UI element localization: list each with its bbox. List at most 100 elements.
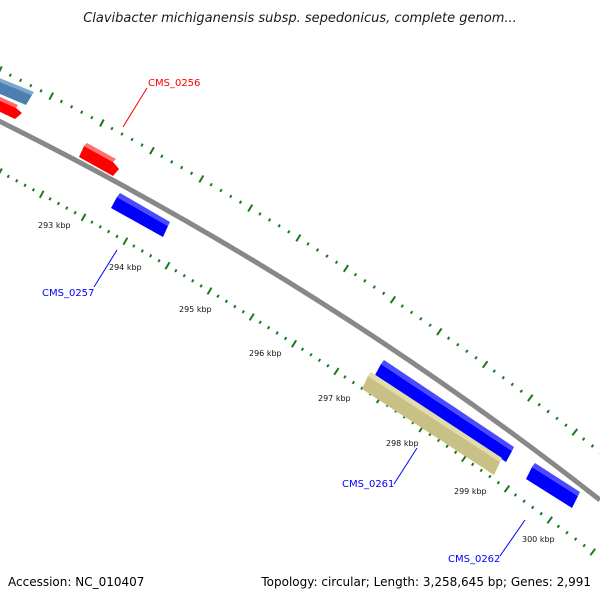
scale-label-300: 300 kbp (522, 535, 555, 544)
inner-track-major-tick (291, 339, 298, 348)
outer-track-minor-tick (59, 99, 63, 104)
inner-track-minor-tick (360, 386, 364, 390)
outer-track-minor-tick (419, 317, 423, 321)
gene-cms-0257[interactable] (111, 193, 170, 237)
inner-track-minor-tick (266, 325, 271, 330)
inner-track-minor-tick (216, 294, 220, 298)
outer-track-minor-tick (160, 154, 164, 159)
outer-track-minor-tick (277, 224, 281, 228)
genome-backbone (0, 118, 600, 502)
inner-track-minor-tick (233, 304, 237, 309)
inner-track-minor-tick (309, 352, 313, 357)
outer-track-minor-tick (581, 437, 586, 441)
outer-track-major-tick (481, 360, 489, 369)
outer-track-minor-tick (287, 230, 291, 234)
genome-summary-text: Topology: circular; Length: 3,258,645 bp… (261, 575, 591, 589)
inner-track-minor-tick (436, 438, 441, 443)
inner-track-minor-tick (174, 268, 178, 273)
inner-track-major-tick (122, 237, 129, 246)
gene-label-cms-0261[interactable]: CMS_0261 (342, 479, 394, 490)
outer-track-minor-tick (456, 342, 460, 347)
gene-cms-0262[interactable] (526, 463, 580, 508)
inner-track-minor-tick (98, 225, 102, 229)
inner-track-minor-tick (48, 197, 52, 201)
inner-track-major-tick (248, 313, 255, 321)
inner-track-minor-tick (275, 331, 279, 335)
gene-cms-0261[interactable] (362, 372, 502, 475)
outer-track-minor-tick (315, 248, 320, 252)
inner-track-minor-tick (300, 347, 305, 352)
inner-track-minor-tick (140, 249, 144, 253)
outer-track-minor-tick (267, 218, 272, 222)
map-title: Clavibacter michiganensis subsp. sepedon… (83, 11, 517, 26)
outer-track-minor-tick (70, 105, 74, 109)
inner-track-minor-tick (496, 480, 501, 485)
scale-label-299: 299 kbp (454, 487, 487, 496)
inner-track-minor-tick (565, 530, 569, 535)
outer-track-minor-tick (8, 73, 12, 77)
outer-track-minor-tick (353, 272, 358, 277)
inner-track-minor-tick (157, 258, 161, 263)
outer-track-minor-tick (39, 89, 43, 93)
inner-track-major-tick (206, 287, 213, 295)
outer-track-major-tick (571, 428, 579, 436)
outer-track-minor-tick (238, 200, 243, 204)
inner-track-minor-tick (343, 375, 347, 379)
outer-track-minor-tick (510, 382, 515, 387)
inner-track-minor-tick (107, 229, 111, 234)
inner-track-minor-tick (65, 206, 69, 210)
inner-track-minor-tick (6, 174, 10, 179)
gene-cms-0260[interactable] (375, 360, 514, 462)
inner-track-minor-tick (488, 474, 492, 479)
outer-track-minor-tick (428, 323, 432, 328)
outer-track-minor-tick (409, 310, 414, 315)
inner-track-minor-tick (258, 320, 262, 325)
outer-track-major-tick (295, 233, 302, 242)
gene-label-cms-0262[interactable]: CMS_0262 (448, 554, 500, 565)
inner-track-minor-tick (539, 511, 543, 516)
inner-track-major-tick (0, 168, 3, 175)
outer-track-major-tick (0, 65, 3, 73)
outer-track-minor-tick (501, 375, 505, 380)
outer-track-minor-tick (555, 416, 559, 421)
inner-tick-track (0, 168, 600, 560)
leader-cms-0256 (122, 87, 148, 128)
outer-track-minor-tick (170, 160, 174, 164)
inner-track-minor-tick (132, 244, 136, 248)
outer-track-major-tick (48, 92, 54, 101)
gene-label-cms-0257[interactable]: CMS_0257 (42, 288, 94, 299)
outer-track-minor-tick (219, 188, 223, 193)
outer-track-minor-tick (80, 110, 84, 114)
inner-track-major-tick (546, 516, 554, 524)
inner-track-minor-tick (582, 543, 586, 548)
outer-track-major-tick (198, 174, 205, 183)
inner-track-minor-tick (556, 524, 561, 529)
outer-track-minor-tick (325, 254, 329, 258)
inner-track-minor-tick (90, 220, 94, 224)
gene-cms-0256[interactable] (79, 143, 119, 176)
scale-label-293: 293 kbp (38, 221, 71, 230)
outer-track-minor-tick (140, 143, 144, 147)
outer-track-minor-tick (446, 336, 451, 340)
inner-track-major-tick (38, 190, 45, 199)
gene-upper-left-steelblue[interactable] (0, 75, 34, 105)
outer-track-minor-tick (474, 356, 478, 360)
outer-track-major-tick (99, 119, 105, 127)
scale-label-297: 297 kbp (318, 394, 351, 403)
outer-track-minor-tick (546, 409, 550, 414)
outer-track-minor-tick (229, 194, 233, 199)
gene-upper-left-red[interactable] (0, 95, 22, 119)
inner-track-major-tick (503, 485, 511, 493)
outer-track-minor-tick (19, 78, 23, 83)
outer-track-minor-tick (492, 369, 496, 373)
outer-track-minor-tick (209, 182, 213, 187)
outer-tick-track (0, 65, 600, 454)
inner-track-major-tick (164, 261, 171, 270)
inner-track-minor-tick (453, 450, 458, 455)
outer-track-minor-tick (130, 137, 134, 142)
outer-track-major-tick (389, 295, 397, 304)
outer-track-minor-tick (120, 132, 124, 136)
outer-track-minor-tick (110, 126, 114, 131)
gene-label-cms-0256[interactable]: CMS_0256 (148, 78, 200, 89)
